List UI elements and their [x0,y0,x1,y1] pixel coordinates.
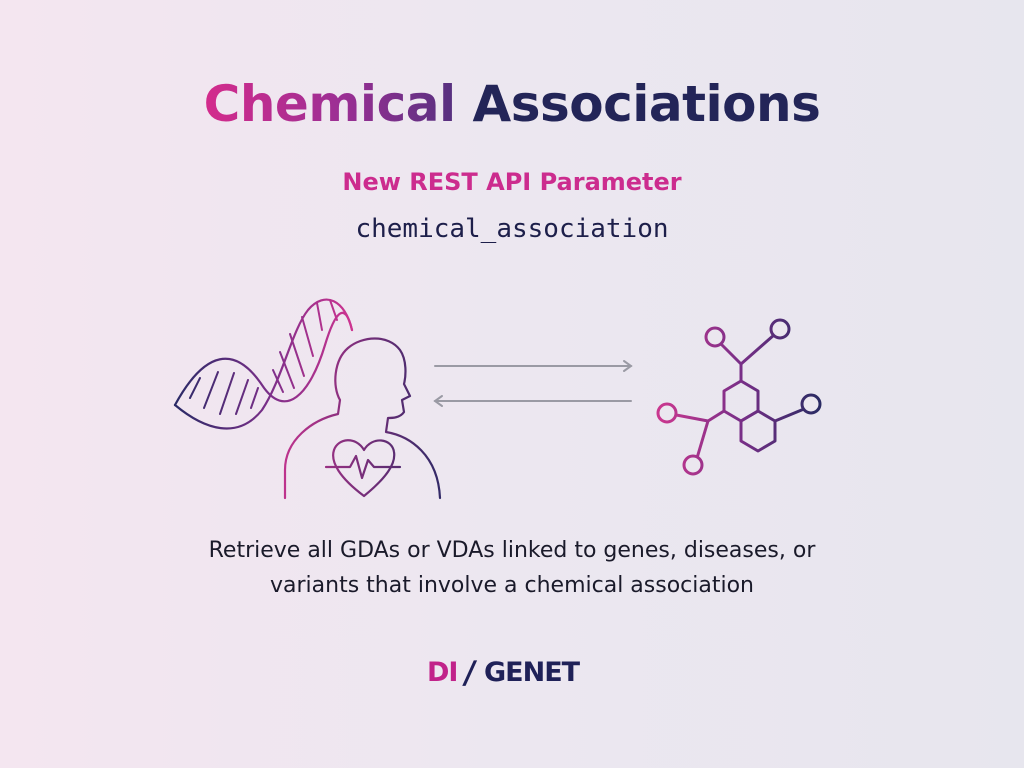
dna-helix-icon [173,298,354,430]
logo-slash-mark: / [461,655,478,691]
disgenet-logo: DI / GENET [424,655,602,691]
description-line-2: variants that involve a chemical associa… [270,573,754,598]
page-title: Chemical Associations [0,66,1024,142]
heart-pulse-icon [324,439,402,498]
logo-text-di: DI [427,657,458,688]
description-line-1: Retrieve all GDAs or VDAs linked to gene… [208,538,816,563]
subtitle: New REST API Parameter [342,168,682,196]
title-word-chemical: Chemical [203,75,456,133]
molecule-icon [656,318,822,476]
api-parameter-name: chemical_association [355,214,669,244]
arrow-right-icon [434,360,633,372]
title-word-associations: Associations [472,75,821,133]
logo-text-genet: GENET [484,657,580,688]
arrow-left-icon [433,395,632,407]
description: Retrieve all GDAs or VDAs linked to gene… [112,533,912,603]
human-silhouette-icon [283,337,442,500]
